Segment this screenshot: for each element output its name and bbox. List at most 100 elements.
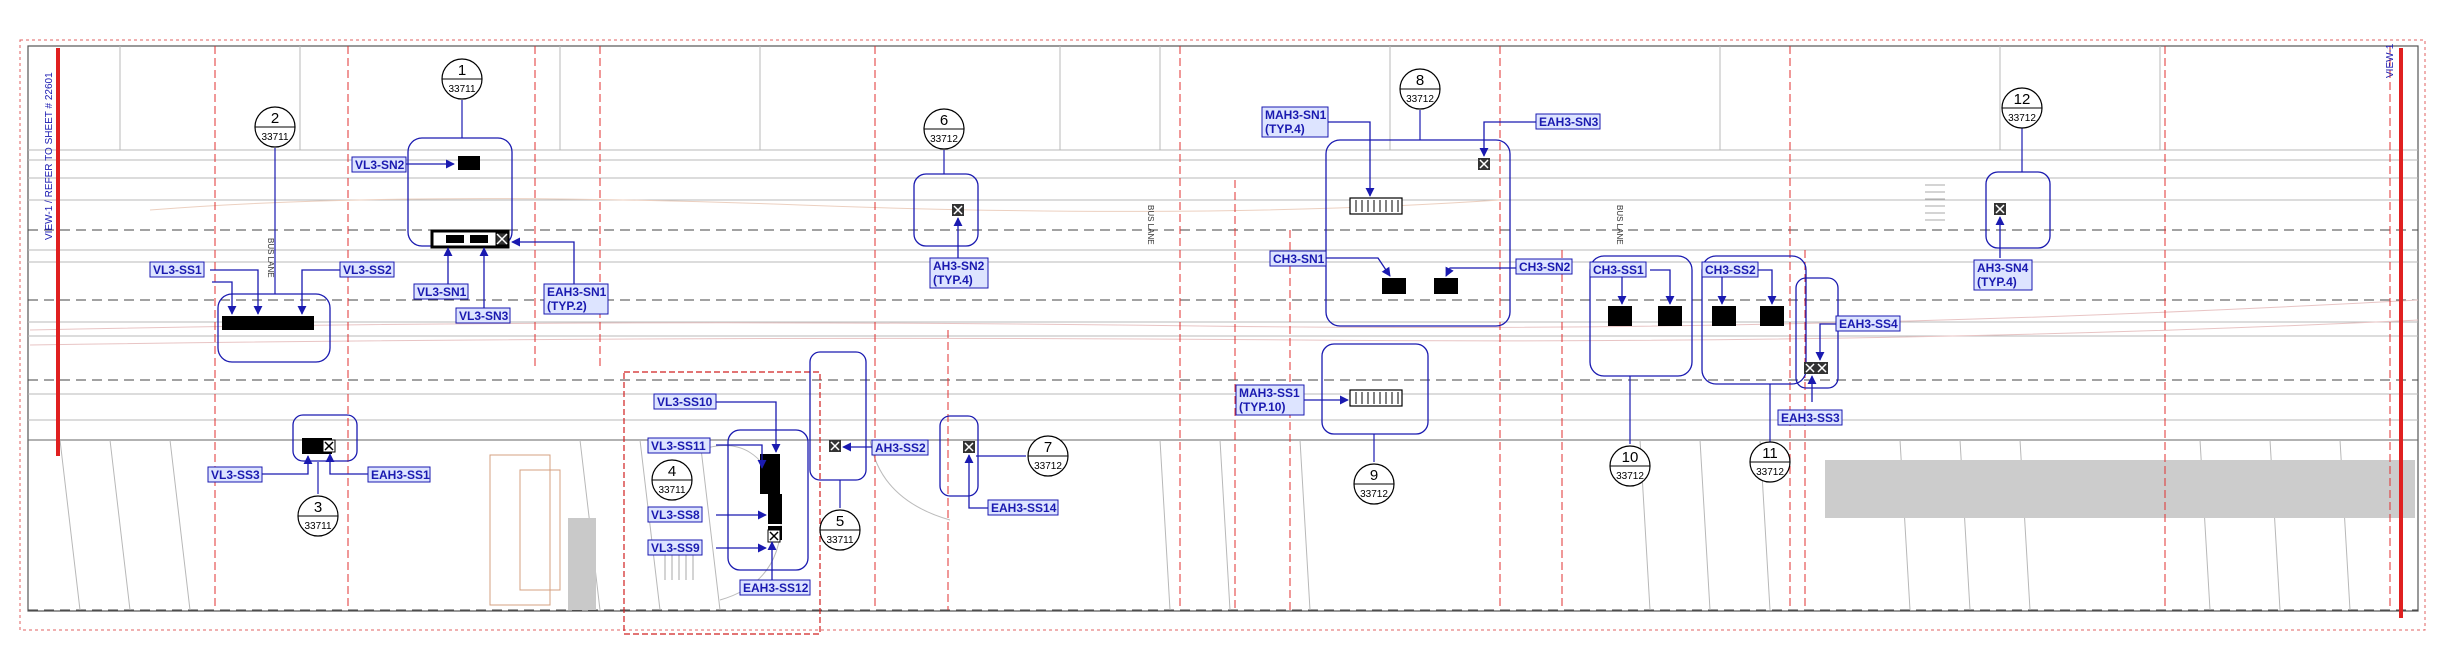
grey-structure-block [568,518,596,610]
svg-text:8: 8 [1416,72,1424,89]
tag-vl3-ss2: VL3-SS2 [339,261,395,278]
cloud-group-2 [217,293,331,363]
cloud-group-9 [1321,343,1429,435]
svg-text:CH3-SN1: CH3-SN1 [1273,252,1325,266]
svg-text:33711: 33711 [304,521,332,532]
svg-text:33712: 33712 [1756,467,1784,478]
svg-text:CH3-SN2: CH3-SN2 [1519,260,1571,274]
tag-mah3-ss1: MAH3-SS1 (TYP.10) [1235,384,1305,416]
cloud-group-11 [1701,255,1807,385]
side-note-left: VIEW-1 / REFER TO SHEET # 22601 [44,72,55,240]
tag-vl3-ss1: VL3-SS1 [149,261,205,278]
svg-text:VL3-SS9: VL3-SS9 [651,541,700,555]
tag-vl3-ss3: VL3-SS3 [207,466,263,483]
svg-text:EAH3-SS1: EAH3-SS1 [371,468,430,482]
svg-text:33712: 33712 [1616,471,1644,482]
svg-text:VL3-SS10: VL3-SS10 [657,395,713,409]
svg-text:12: 12 [2014,91,2031,108]
detail-bubble-10: 10 33712 [1609,445,1651,487]
bus-lane-label-1: BUS LANE [266,238,275,278]
svg-text:33711: 33711 [448,84,476,95]
svg-text:VL3-SS1: VL3-SS1 [153,263,202,277]
svg-text:33712: 33712 [930,134,958,145]
grid-lines [214,46,2391,610]
tag-vl3-ss8: VL3-SS8 [647,506,703,523]
tag-ch3-sn2: CH3-SN2 [1515,258,1573,275]
tag-eah3-ss14: EAH3-SS14 [987,499,1059,516]
cloud-group-11b [1795,277,1839,389]
svg-text:VL3-SS8: VL3-SS8 [651,508,700,522]
svg-text:1: 1 [458,62,466,79]
detail-bubble-2: 2 33711 [254,106,296,148]
svg-text:VL3-SN3: VL3-SN3 [459,309,509,323]
svg-text:CH3-SS1: CH3-SS1 [1593,263,1644,277]
tag-mah3-sn1: MAH3-SN1 (TYP.4) [1261,106,1329,138]
cloud-group-5 [809,351,867,481]
tag-vl3-ss11: VL3-SS11 [647,437,711,454]
svg-text:(TYP.4): (TYP.4) [1977,275,2017,289]
svg-text:AH3-SN2: AH3-SN2 [933,259,985,273]
tag-ch3-ss2: CH3-SS2 [1701,261,1759,278]
tag-vl3-ss9: VL3-SS9 [647,539,703,556]
detail-bubble-12: 12 33712 [2001,87,2043,129]
detail-bubble-3: 3 33711 [297,495,339,537]
equipment-tags: VL3-SN2 VL3-SN1 VL3-SN3 EAH3-SN1 (TYP.2)… [149,106,2033,596]
tag-vl3-sn2: VL3-SN2 [351,156,407,173]
detail-bubble-7: 7 33712 [1027,435,1069,477]
svg-text:(TYP.10): (TYP.10) [1239,400,1285,414]
svg-text:7: 7 [1044,439,1052,456]
svg-text:VL3-SN2: VL3-SN2 [355,158,405,172]
bus-lane-label-3: BUS LANE [1615,205,1624,245]
svg-text:VL3-SS2: VL3-SS2 [343,263,392,277]
stair-hatching [664,184,1945,580]
svg-text:MAH3-SS1: MAH3-SS1 [1239,386,1300,400]
cloud-group-10 [1589,255,1693,377]
right-boundary-bar [2399,48,2403,618]
svg-text:33711: 33711 [826,535,854,546]
svg-text:9: 9 [1370,467,1378,484]
svg-text:VL3-SN1: VL3-SN1 [417,285,467,299]
svg-text:VL3-SS3: VL3-SS3 [211,468,260,482]
svg-text:4: 4 [668,463,676,480]
left-boundary-bar [56,48,60,456]
svg-text:(TYP.4): (TYP.4) [933,273,973,287]
svg-text:10: 10 [1622,449,1639,466]
svg-text:5: 5 [836,513,844,530]
detail-bubble-8: 8 33712 [1399,68,1441,110]
tag-eah3-sn3: EAH3-SN3 [1535,113,1601,130]
detail-bubble-4: 4 33711 [651,459,693,501]
equipment-clouds [217,137,2051,571]
bus-lane-label-2: BUS LANE [1146,205,1155,245]
tag-eah3-sn1: EAH3-SN1 (TYP.2) [543,283,609,315]
tag-ah3-sn2: AH3-SN2 (TYP.4) [929,257,989,289]
svg-text:EAH3-SS14: EAH3-SS14 [991,501,1057,515]
grey-platform-area [1825,460,2415,518]
tag-eah3-ss12: EAH3-SS12 [739,579,811,596]
svg-text:EAH3-SN1: EAH3-SN1 [547,285,607,299]
svg-text:EAH3-SS4: EAH3-SS4 [1839,317,1898,331]
detail-bubbles: 1 33711 2 33711 3 33711 4 33711 5 33711 … [254,58,2043,551]
tag-vl3-sn3: VL3-SN3 [455,307,511,324]
cloud-group-3 [292,414,358,462]
tag-vl3-ss10: VL3-SS10 [653,393,717,410]
svg-text:MAH3-SN1: MAH3-SN1 [1265,108,1327,122]
svg-text:33711: 33711 [658,485,686,496]
svg-text:EAH3-SN3: EAH3-SN3 [1539,115,1599,129]
cloud-group-6 [913,173,979,247]
svg-text:(TYP.2): (TYP.2) [547,299,587,313]
cloud-group-8 [1325,139,1511,327]
svg-text:6: 6 [940,112,948,129]
svg-text:2: 2 [271,110,279,127]
background-structure [19,39,2426,631]
leader-lines [210,121,2005,590]
svg-text:(TYP.4): (TYP.4) [1265,122,1305,136]
tag-eah3-ss3: EAH3-SS3 [1777,409,1843,426]
tag-eah3-ss1: EAH3-SS1 [367,466,431,483]
cloud-group-7 [939,415,979,497]
svg-text:33712: 33712 [1034,461,1062,472]
svg-text:AH3-SS2: AH3-SS2 [875,441,926,455]
equipment [222,156,2006,543]
tag-ah3-sn4: AH3-SN4 (TYP.4) [1973,259,2033,291]
svg-text:33711: 33711 [261,132,289,143]
